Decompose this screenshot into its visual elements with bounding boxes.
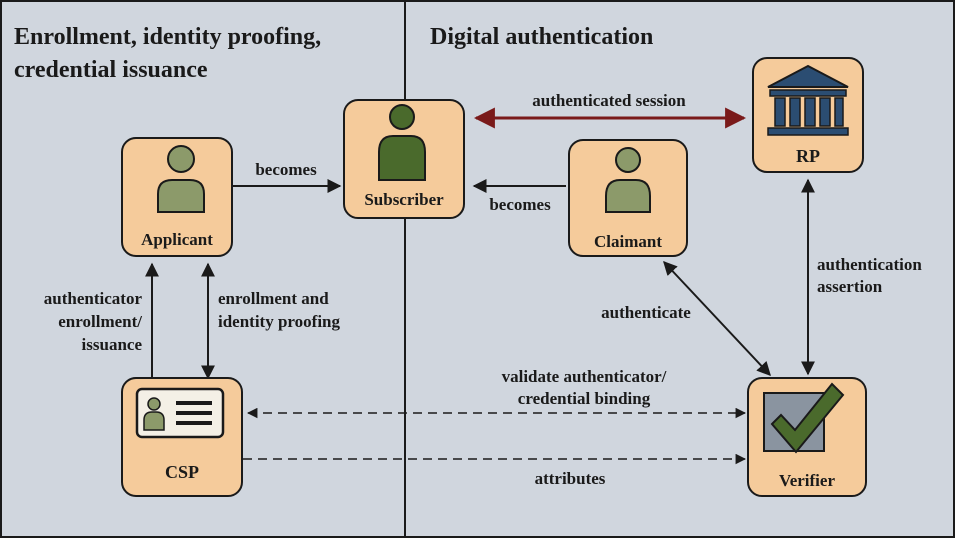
assertion-label-line2: assertion — [817, 277, 883, 296]
enrollment-proofing-label-line1: enrollment and — [218, 289, 329, 308]
left-section-title-line1: Enrollment, identity proofing, — [14, 24, 321, 50]
right-section-title: Digital authentication — [430, 24, 653, 50]
becomes-label-right: becomes — [489, 195, 551, 214]
left-section-title-line2: credential issuance — [14, 57, 208, 83]
csp-node: CSP — [121, 377, 243, 497]
attributes-label: attributes — [535, 469, 606, 488]
person-icon — [157, 145, 205, 213]
claimant-label: Claimant — [594, 232, 662, 251]
csp-label: CSP — [165, 462, 199, 482]
becomes-label-left: becomes — [255, 160, 317, 179]
verifier-node: Verifier — [747, 377, 867, 497]
applicant-label: Applicant — [141, 230, 213, 249]
authenticated-session-label: authenticated session — [532, 91, 686, 110]
verifier-label: Verifier — [779, 471, 835, 490]
subscriber-node: Subscriber — [343, 99, 465, 219]
enrollment-proofing-label-line2: identity proofing — [218, 312, 341, 331]
person-icon — [605, 147, 651, 213]
person-icon — [378, 104, 426, 181]
validate-label-line1: validate authenticator/ — [502, 367, 667, 386]
claimant-node: Claimant — [568, 139, 688, 257]
subscriber-label: Subscriber — [364, 190, 444, 209]
checkmark-icon — [763, 382, 845, 454]
authenticator-label-line1: authenticator — [44, 289, 143, 308]
assertion-label-line1: authentication — [817, 255, 922, 274]
bank-icon — [767, 64, 849, 136]
authenticator-label-line3: issuance — [82, 335, 143, 354]
id-card-icon — [135, 387, 225, 439]
authenticator-label-line2: enrollment/ — [58, 312, 142, 331]
rp-label: RP — [796, 146, 820, 166]
applicant-node: Applicant — [121, 137, 233, 257]
validate-label-line2: credential binding — [518, 389, 651, 408]
authenticate-label: authenticate — [601, 303, 691, 322]
authenticate-arrow — [663, 260, 771, 377]
rp-node: RP — [752, 57, 864, 173]
